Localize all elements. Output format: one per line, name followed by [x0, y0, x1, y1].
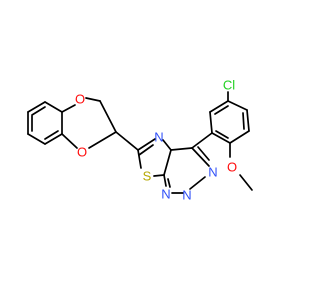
bond [189, 176, 206, 190]
bond-double [197, 146, 210, 161]
bond [209, 100, 229, 113]
bonds [27, 91, 253, 194]
bond [137, 149, 142, 169]
bond [209, 111, 213, 134]
bond [44, 101, 63, 113]
bond [27, 133, 46, 145]
nitrogen-atom-label: N [182, 188, 191, 203]
bond [239, 174, 253, 191]
bond [170, 147, 193, 151]
atom-labels: O O N N N N S Cl O [75, 78, 237, 203]
bond [211, 132, 231, 144]
bond [61, 133, 78, 149]
bond [153, 174, 165, 177]
bond [44, 133, 63, 145]
bond [229, 130, 250, 144]
bond [115, 131, 139, 151]
bond-double [215, 130, 229, 139]
bond-inner [44, 130, 59, 140]
bond [85, 97, 101, 102]
bond [227, 100, 248, 111]
bond [191, 147, 210, 167]
bond [88, 131, 117, 149]
background [0, 0, 300, 300]
nitrogen-atom-label: N [161, 187, 170, 202]
bond [61, 104, 76, 113]
nitrogen-atom-label: N [208, 165, 217, 180]
bond-inner [31, 106, 46, 116]
bond [162, 139, 172, 151]
bond-double [138, 144, 154, 156]
chlorine-atom-label: Cl [223, 78, 235, 93]
bond [27, 101, 46, 113]
bond [191, 132, 213, 149]
sulfur-atom-label: S [143, 169, 152, 184]
oxygen-atom-label: O [227, 160, 237, 175]
bond [99, 100, 117, 133]
bond-double [214, 105, 229, 115]
oxygen-atom-label: O [75, 92, 85, 107]
molecule-structure-diagram: O O N N N N S Cl O [0, 0, 300, 300]
bond [246, 109, 250, 132]
molecule-svg: O O N N N N S Cl O [0, 0, 300, 300]
bond-double [242, 112, 245, 130]
bond [163, 149, 172, 176]
oxygen-atom-label: O [77, 145, 87, 160]
bond [163, 174, 167, 187]
bond-double [167, 178, 171, 188]
nitrogen-atom-label: N [154, 130, 163, 145]
bond [137, 138, 156, 151]
